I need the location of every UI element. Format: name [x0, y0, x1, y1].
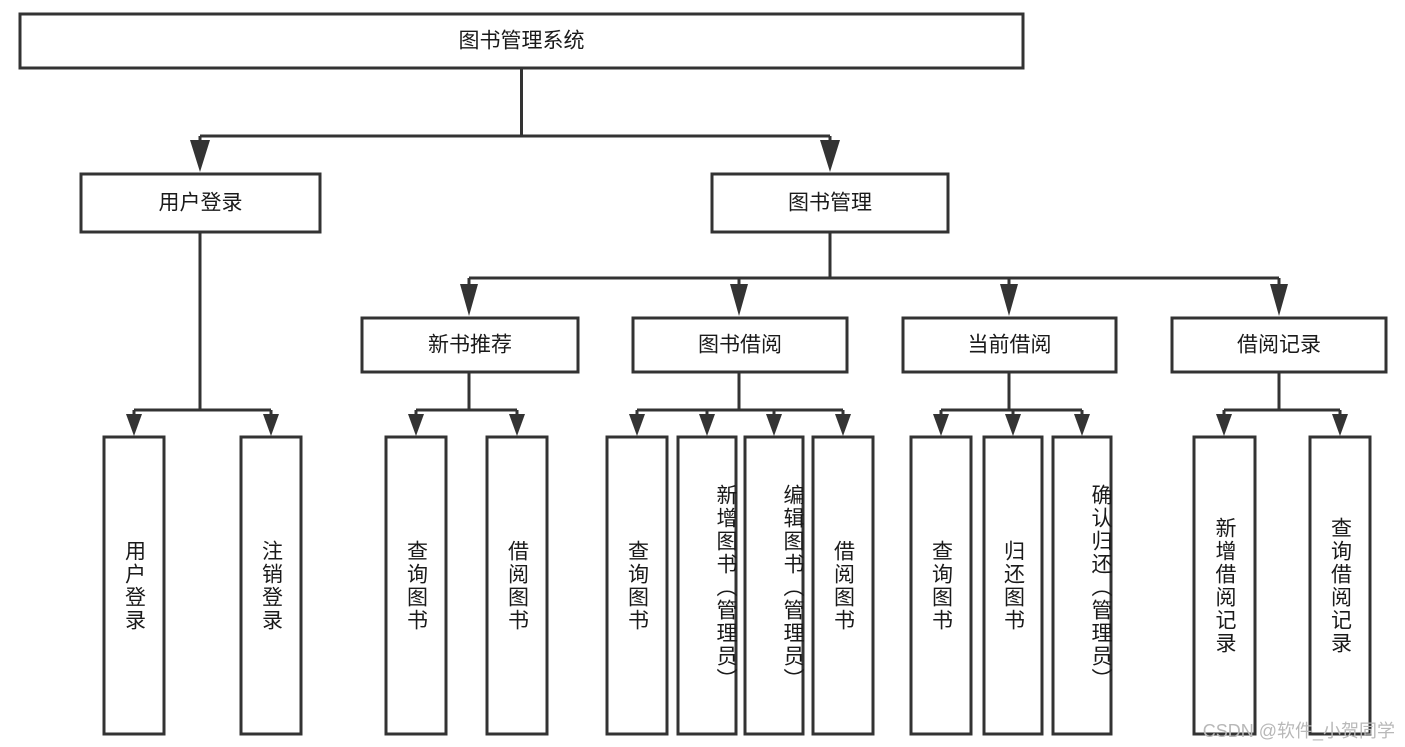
- node-book-borrow-box[interactable]: [631, 316, 849, 374]
- leaf-box-confirm-return-admin[interactable]: [1051, 435, 1113, 736]
- node-new-book-recommend-box[interactable]: [360, 316, 580, 374]
- node-new-book-recommend-label: 新书推荐: [428, 334, 512, 357]
- arrowhead-leaf-9: [933, 414, 949, 436]
- leaf-box-edit-book-admin[interactable]: [743, 435, 805, 736]
- arrowhead-leaf-8: [835, 414, 851, 436]
- node-user-login-label: 用户登录: [159, 192, 243, 215]
- arrowhead-leaf-3: [408, 414, 424, 436]
- connector-bookmanage-to-level3: [460, 232, 1288, 316]
- arrowhead-leaf-4: [509, 414, 525, 436]
- arrowhead-user-login: [190, 140, 210, 172]
- arrowhead-leaf-7: [766, 414, 782, 436]
- arrowhead-leaf-13: [1332, 414, 1348, 436]
- leaf-box-borrow-book-2[interactable]: [811, 435, 875, 736]
- node-current-borrow-label: 当前借阅: [968, 334, 1052, 357]
- connector-borrowrecord-to-leaves: [1216, 372, 1348, 436]
- csdn-watermark: CSDN @软件_小贺同学: [1202, 721, 1395, 741]
- connector-bookborrow-to-leaves: [629, 372, 851, 436]
- leaf-box-query-book-1[interactable]: [384, 435, 448, 736]
- leaf-box-logout[interactable]: [239, 435, 303, 736]
- node-root-label: 图书管理系统: [459, 30, 585, 53]
- node-borrow-record[interactable]: 借阅记录: [1170, 316, 1388, 374]
- node-current-borrow[interactable]: 当前借阅: [901, 316, 1118, 374]
- node-user-login[interactable]: 用户登录: [79, 172, 322, 234]
- arrowhead-record: [1270, 284, 1288, 316]
- arrowhead-borrow: [730, 284, 748, 316]
- node-book-borrow-label: 图书借阅: [698, 334, 782, 357]
- node-new-book-recommend[interactable]: 新书推荐: [360, 316, 580, 374]
- connector-root-to-level2: [190, 68, 840, 172]
- connector-userlogin-to-leaves: [126, 232, 279, 436]
- node-root-system[interactable]: 图书管理系统: [18, 12, 1025, 70]
- arrowhead-newbook: [460, 284, 478, 316]
- leaf-box-borrow-book-1[interactable]: [485, 435, 549, 736]
- arrowhead-leaf-1: [126, 414, 142, 436]
- node-borrow-record-box[interactable]: [1170, 316, 1388, 374]
- leaf-box-query-book-3[interactable]: [909, 435, 973, 736]
- node-borrow-record-label: 借阅记录: [1237, 334, 1321, 357]
- arrowhead-book-manage: [820, 140, 840, 172]
- arrowhead-leaf-6: [699, 414, 715, 436]
- leaf-box-add-book-admin[interactable]: [676, 435, 738, 736]
- node-user-login-box[interactable]: [79, 172, 322, 234]
- leaf-box-user-login[interactable]: [102, 435, 166, 736]
- arrowhead-leaf-10: [1005, 414, 1021, 436]
- arrowhead-leaf-11: [1074, 414, 1090, 436]
- leaf-box-query-book-2[interactable]: [605, 435, 669, 736]
- node-current-borrow-box[interactable]: [901, 316, 1118, 374]
- arrowhead-leaf-2: [263, 414, 279, 436]
- leaf-box-add-borrow-record[interactable]: [1192, 435, 1257, 736]
- arrowhead-leaf-5: [629, 414, 645, 436]
- arrowhead-current: [1000, 284, 1018, 316]
- leaf-box-return-book[interactable]: [982, 435, 1044, 736]
- connector-newbook-to-leaves: [408, 372, 525, 436]
- node-book-borrow[interactable]: 图书借阅: [631, 316, 849, 374]
- node-book-management-box[interactable]: [710, 172, 950, 234]
- leaf-boxes: [102, 435, 1372, 736]
- arrowhead-leaf-12: [1216, 414, 1232, 436]
- node-book-management[interactable]: 图书管理: [710, 172, 950, 234]
- leaf-box-query-borrow-record[interactable]: [1308, 435, 1372, 736]
- node-root-box[interactable]: [18, 12, 1025, 70]
- connector-currentborrow-to-leaves: [933, 372, 1090, 436]
- node-book-management-label: 图书管理: [788, 192, 872, 215]
